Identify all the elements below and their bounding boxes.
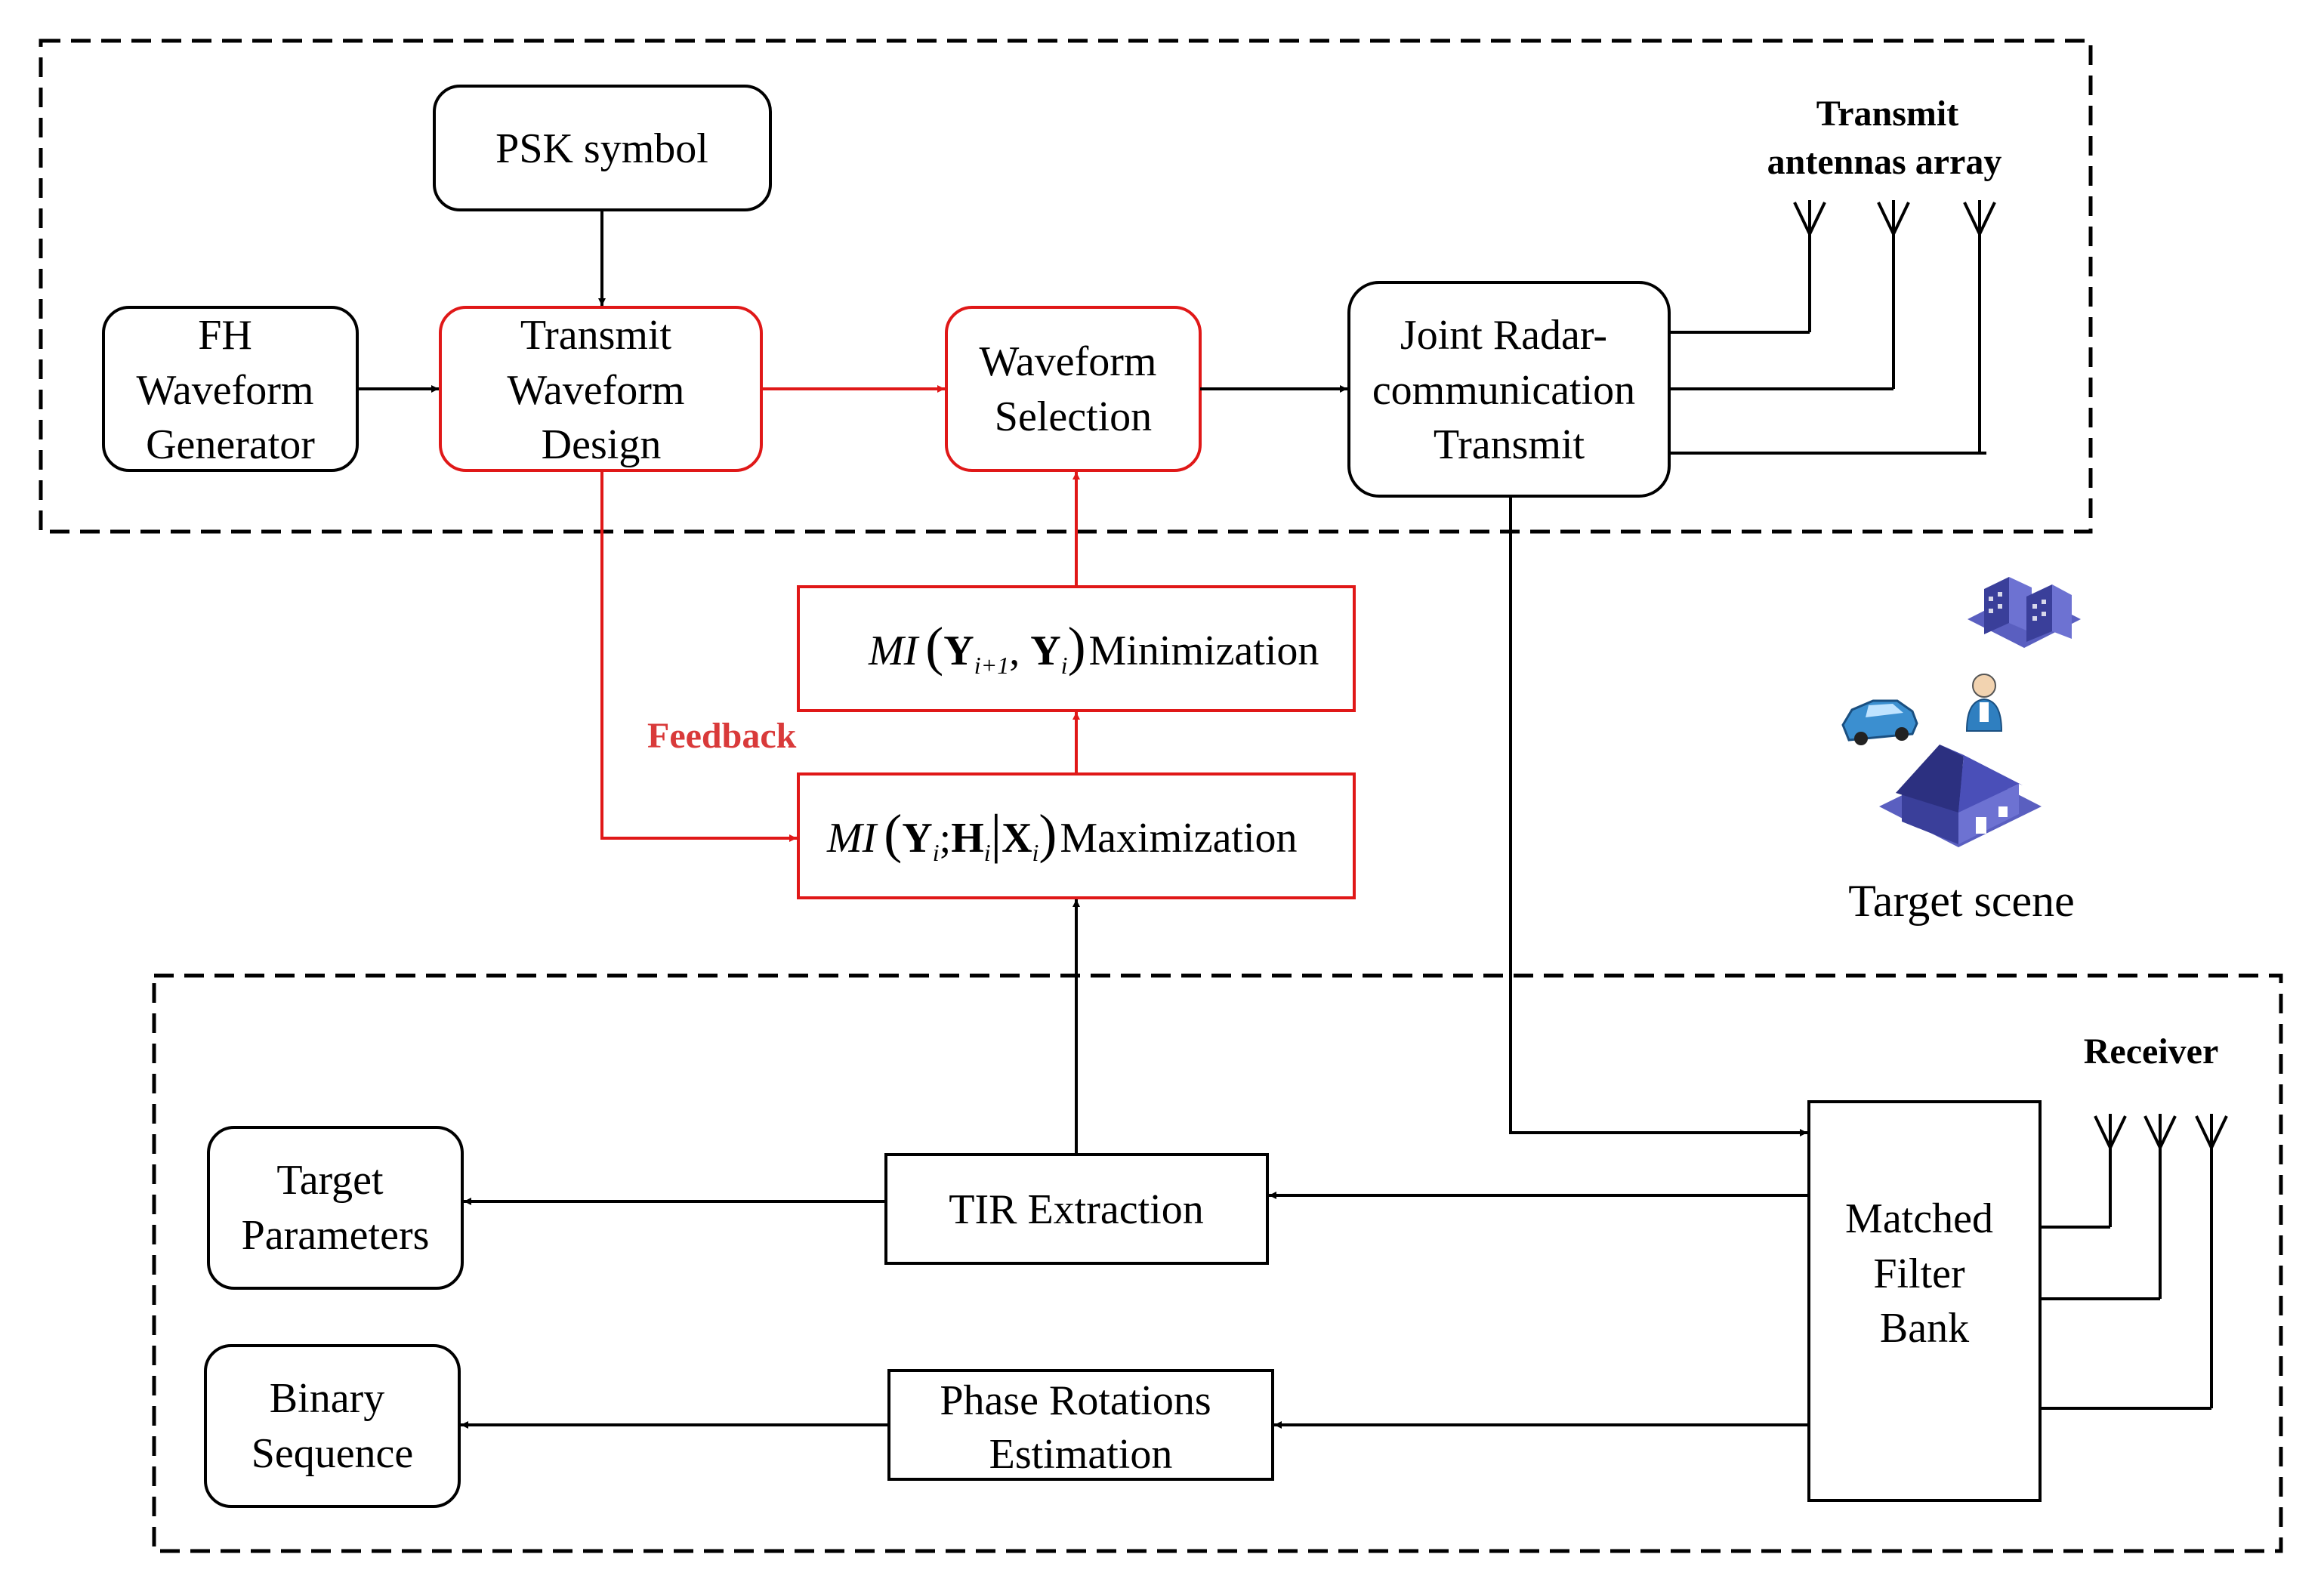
car-icon — [1841, 699, 1918, 745]
binary-sequence-block: Binary Sequence — [204, 1344, 461, 1508]
transmit-antenna-icon — [1963, 200, 1996, 453]
target-parameters-label: Target Parameters — [242, 1157, 430, 1259]
receiver-label: Receiver — [2084, 1031, 2219, 1072]
red-connectors — [600, 385, 1080, 842]
mi-minimization-block: MI(Yi+1, Yi)Minimization — [797, 585, 1356, 712]
person-icon — [1965, 674, 2003, 732]
receive-feed-lines — [2040, 1226, 2211, 1410]
feedback-arrow — [600, 470, 797, 842]
joint-radar-communication-transmit-label: Joint Radar- communication Transmit — [1372, 312, 1646, 468]
target-parameters-block: Target Parameters — [207, 1126, 464, 1290]
tir-extraction-block: TIR Extraction — [884, 1153, 1269, 1265]
receive-antenna-icon — [2195, 1114, 2228, 1408]
mi-maximization-label: MI(Yi;Hi|Xi)Maximization — [826, 803, 1298, 866]
black-connectors — [357, 210, 1809, 1429]
fh-waveform-generator-block: FH Waveform Generator — [102, 306, 359, 472]
mi-minimization-label: MI(Yi+1, Yi)Minimization — [868, 616, 1319, 679]
transmit-antenna-icon — [1877, 200, 1910, 389]
transmit-waveform-design-label: Transmit Waveform Design — [508, 312, 696, 468]
transmit-antenna-icon — [1793, 200, 1826, 332]
house-icon — [1879, 745, 2042, 847]
transmit-feed-lines — [1669, 331, 1986, 455]
matched-filter-bank-block: Matched Filter Bank — [1807, 1100, 2042, 1502]
receiver-group-frame — [152, 973, 2283, 1553]
receive-antenna-icon — [2143, 1114, 2177, 1299]
receive-antenna-icon — [2094, 1114, 2127, 1227]
mi-maximization-block: MI(Yi;Hi|Xi)Maximization — [797, 772, 1356, 899]
feedback-label: Feedback — [647, 716, 797, 756]
psk-symbol-label: PSK symbol — [495, 125, 708, 172]
waveform-selection-label: Waveform Selection — [980, 338, 1168, 440]
fh-waveform-generator-label: FH Waveform Generator — [137, 312, 325, 468]
psk-symbol-block: PSK symbol — [433, 85, 772, 211]
waveform-selection-block: Waveform Selection — [945, 306, 1202, 472]
phase-rotations-estimation-block: Phase Rotations Estimation — [887, 1369, 1274, 1481]
phase-rotations-estimation-label: Phase Rotations Estimation — [940, 1377, 1221, 1478]
matched-filter-bank-label: Matched Filter Bank — [1845, 1195, 2004, 1352]
transmitter-group-frame — [39, 39, 2093, 534]
binary-sequence-label: Binary Sequence — [252, 1375, 414, 1477]
transmit-antennas-array-label: Transmit antennas array — [1767, 94, 2002, 182]
joint-radar-communication-transmit-block: Joint Radar- communication Transmit — [1347, 281, 1671, 498]
tir-extraction-label: TIR Extraction — [949, 1186, 1203, 1233]
transmit-waveform-design-block: Transmit Waveform Design — [439, 306, 763, 472]
buildings-icon — [1968, 577, 2081, 648]
transmit-to-matched-filter-arrow — [1509, 496, 1807, 1136]
target-scene-label: Target scene — [1848, 876, 2075, 926]
